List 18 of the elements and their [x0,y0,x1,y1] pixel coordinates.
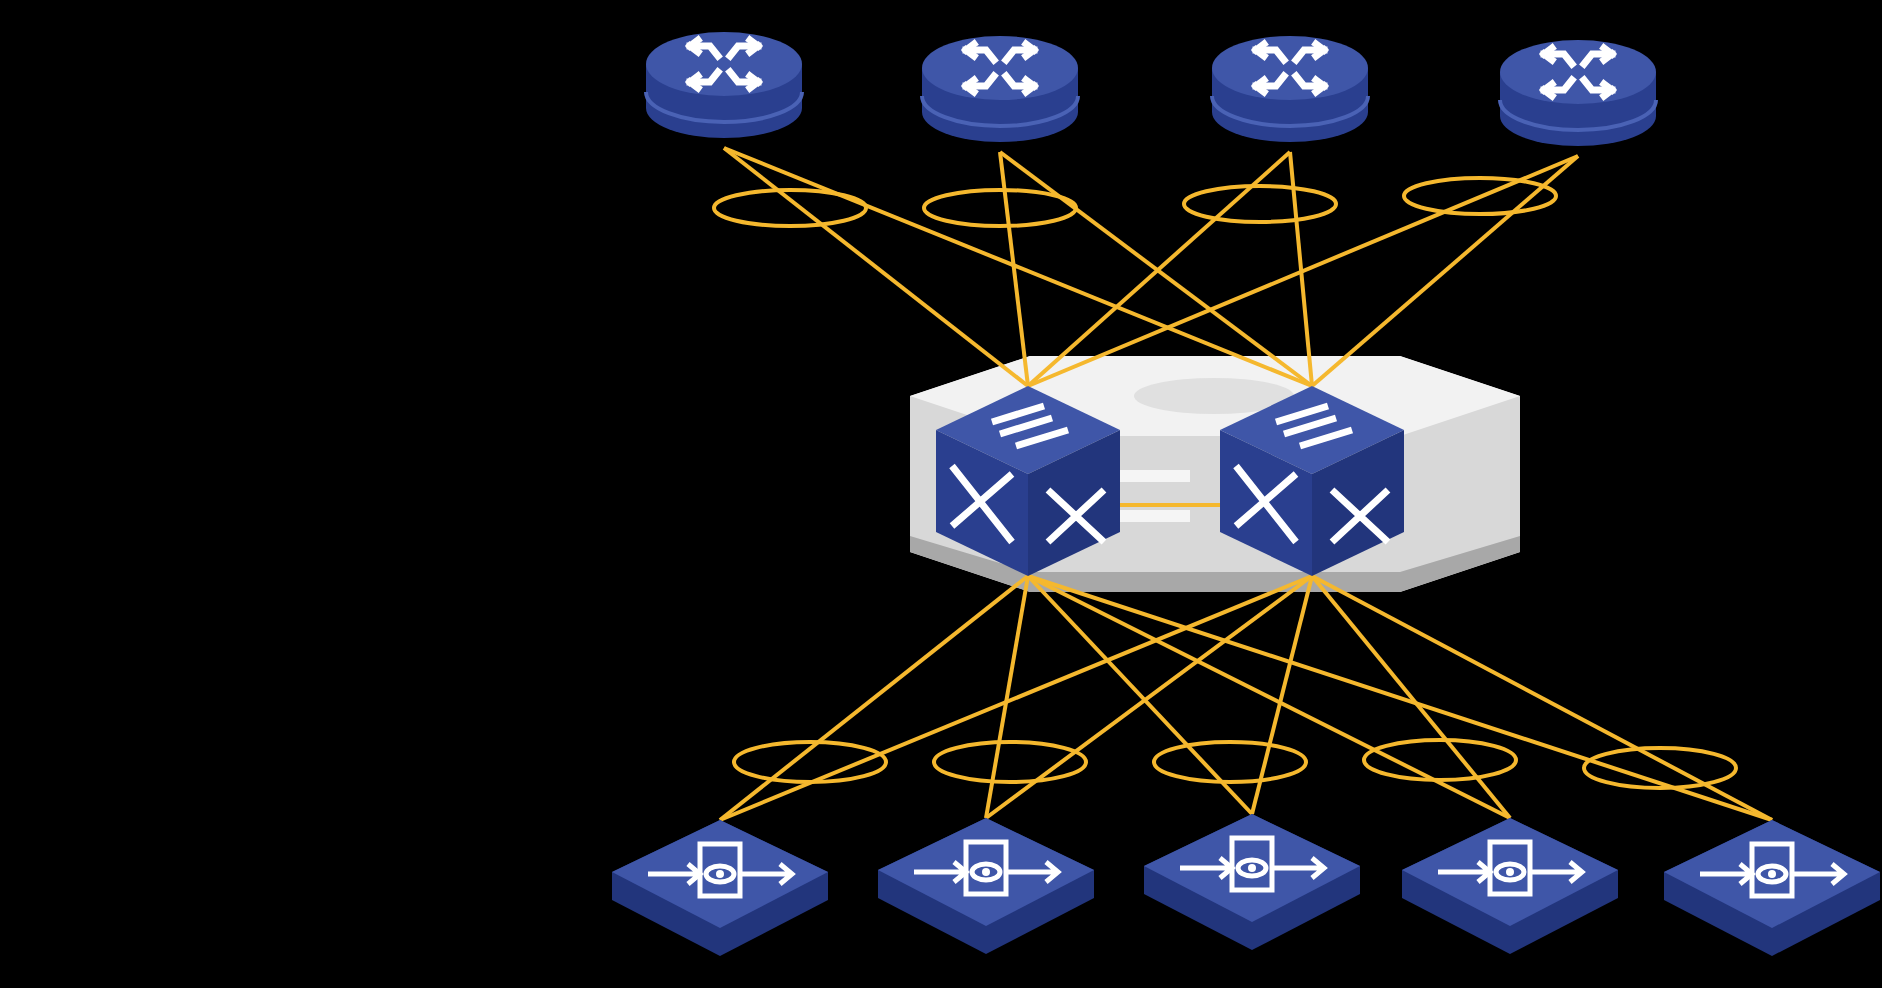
link-line [984,575,1030,819]
link-line [723,146,1313,388]
link-line [1026,574,1254,816]
link-line [1026,150,1292,388]
link-line [719,574,1313,822]
link-line [1310,574,1512,820]
link-line [998,151,1030,387]
link-line [1027,154,1579,388]
link-line [998,150,1314,388]
link-line [1311,574,1773,822]
link-line [718,574,1030,822]
link-line [1250,575,1314,815]
link-line [1120,503,1220,507]
link-line [1310,154,1580,388]
link-line [1027,574,1773,822]
link-line [984,574,1314,820]
link-line [722,146,1030,388]
link-line [1288,151,1314,387]
